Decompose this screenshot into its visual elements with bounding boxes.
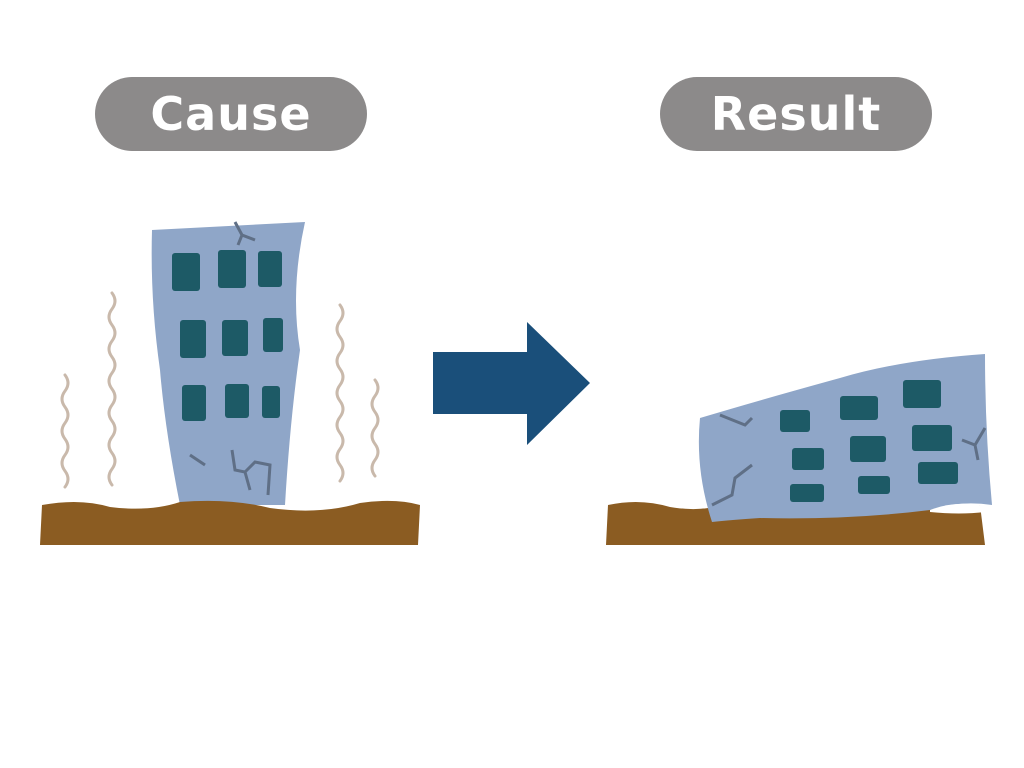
illustration-shape [850, 436, 886, 462]
illustration-shape [858, 476, 890, 494]
illustration-shape [180, 320, 206, 358]
shake-line [107, 291, 117, 487]
illustration-shape [182, 385, 206, 421]
illustration-shape [840, 396, 878, 420]
illustration-shape [780, 410, 810, 432]
illustration-shape [225, 384, 249, 418]
arrow-right-icon [433, 322, 590, 445]
illustration-shape [790, 484, 824, 502]
cause-illustration [40, 221, 420, 545]
illustration-shape [961, 427, 987, 461]
shake-lines [60, 291, 380, 489]
illustration-shape [263, 318, 283, 352]
building-windows [780, 380, 958, 502]
cracks [189, 221, 272, 496]
illustration-shape [912, 425, 952, 451]
illustration-shape [262, 386, 280, 418]
illustration-shape [719, 413, 754, 427]
cause-label: Cause [95, 77, 367, 151]
shake-line [370, 378, 380, 478]
illustration-shape [918, 462, 958, 484]
illustration-shape [222, 320, 248, 356]
illustration-shape [233, 221, 256, 246]
illustration-shape [189, 453, 206, 467]
illustration-shape [930, 503, 985, 514]
illustration-shape [172, 253, 200, 291]
cracks [711, 413, 987, 507]
illustration-shape [711, 463, 753, 507]
illustration-shape [230, 449, 272, 496]
ground [40, 500, 420, 545]
illustration-shape [218, 250, 246, 288]
building-shaking [151, 222, 305, 505]
illustration-shape [903, 380, 941, 408]
illustration-shape [792, 448, 824, 470]
shake-line [335, 303, 345, 483]
result-illustration [606, 354, 992, 545]
building-windows [172, 250, 283, 421]
shake-line [60, 373, 70, 489]
result-label: Result [660, 77, 932, 151]
illustration-shape [258, 251, 282, 287]
